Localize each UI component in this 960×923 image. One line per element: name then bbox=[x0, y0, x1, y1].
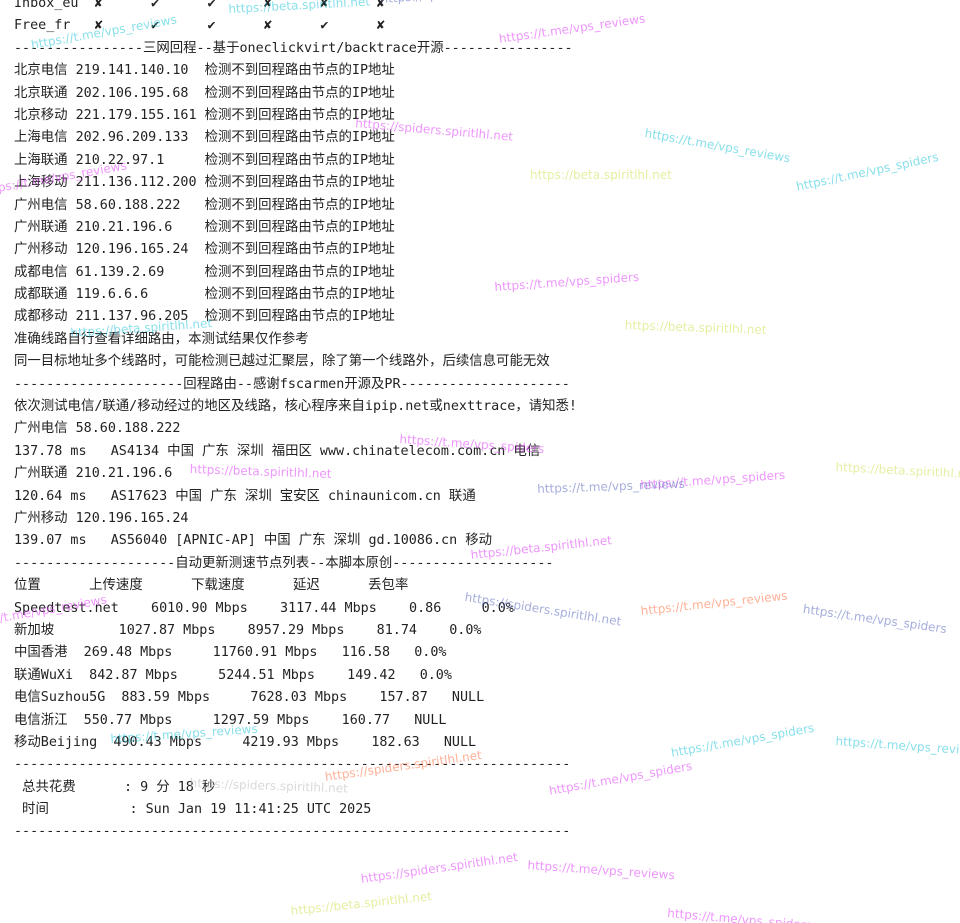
terminal-line: 准确线路自行查看详细路由，本测试结果仅作参考 bbox=[14, 331, 309, 347]
terminal-line: 广州电信 58.60.188.222 检测不到回程路由节点的IP地址 bbox=[14, 197, 395, 213]
terminal-line: 联通WuXi 842.87 Mbps 5244.51 Mbps 149.42 0… bbox=[14, 667, 452, 683]
terminal-line: 北京联通 202.106.195.68 检测不到回程路由节点的IP地址 bbox=[14, 85, 395, 101]
terminal-line: 总共花费 : 9 分 18 秒 bbox=[14, 779, 216, 795]
terminal-line: ----------------三网回程--基于oneclickvirt/bac… bbox=[14, 40, 573, 56]
terminal-line: 成都电信 61.139.2.69 检测不到回程路由节点的IP地址 bbox=[14, 264, 395, 280]
terminal-line: 上海电信 202.96.209.133 检测不到回程路由节点的IP地址 bbox=[14, 130, 395, 146]
terminal-line: 电信浙江 550.77 Mbps 1297.59 Mbps 160.77 NUL… bbox=[14, 712, 447, 728]
terminal-line: Free_fr ✘ ✔ ✔ ✘ ✔ ✘ bbox=[14, 18, 385, 34]
terminal-line: 139.07 ms AS56040 [APNIC-AP] 中国 广东 深圳 gd… bbox=[14, 533, 492, 549]
terminal-line: 137.78 ms AS4134 中国 广东 深圳 福田区 www.chinat… bbox=[14, 443, 541, 459]
terminal-line: --------------------自动更新测速节点列表--本脚本原创---… bbox=[14, 555, 554, 571]
terminal-line: 北京移动 221.179.155.161 检测不到回程路由节点的IP地址 bbox=[14, 107, 395, 123]
terminal-line: 120.64 ms AS17623 中国 广东 深圳 宝安区 chinaunic… bbox=[14, 488, 476, 504]
terminal-line: Inbox_eu ✘ ✔ ✔ ✘ ✘ ✘ bbox=[14, 0, 385, 11]
terminal-line: ---------------------回程路由--感谢fscarmen开源及… bbox=[14, 376, 570, 392]
terminal-line: ----------------------------------------… bbox=[14, 757, 571, 773]
terminal-line: 广州移动 120.196.165.24 bbox=[14, 510, 189, 526]
terminal-line: 广州电信 58.60.188.222 bbox=[14, 421, 181, 437]
terminal-line: 广州移动 120.196.165.24 检测不到回程路由节点的IP地址 bbox=[14, 242, 395, 258]
terminal-line: 中国香港 269.48 Mbps 11760.91 Mbps 116.58 0.… bbox=[14, 645, 447, 661]
terminal-line: 同一目标地址多个线路时，可能检测已越过汇聚层，除了第一个线路外，后续信息可能无效 bbox=[14, 354, 550, 370]
terminal-line: Speedtest.net 6010.90 Mbps 3117.44 Mbps … bbox=[14, 600, 514, 616]
terminal-line: 成都移动 211.137.96.205 检测不到回程路由节点的IP地址 bbox=[14, 309, 395, 325]
terminal-line: 北京电信 219.141.140.10 检测不到回程路由节点的IP地址 bbox=[14, 63, 395, 79]
terminal-line: 电信Suzhou5G 883.59 Mbps 7628.03 Mbps 157.… bbox=[14, 690, 485, 706]
terminal-line: 时间 : Sun Jan 19 11:41:25 UTC 2025 bbox=[14, 802, 372, 818]
terminal-line: 位置 上传速度 下载速度 延迟 丢包率 bbox=[14, 578, 409, 594]
terminal-line: 广州联通 210.21.196.6 检测不到回程路由节点的IP地址 bbox=[14, 219, 395, 235]
terminal-line: 上海移动 211.136.112.200 检测不到回程路由节点的IP地址 bbox=[14, 175, 395, 191]
terminal-line: 新加坡 1027.87 Mbps 8957.29 Mbps 81.74 0.0% bbox=[14, 622, 482, 638]
terminal-line: ----------------------------------------… bbox=[14, 824, 571, 840]
terminal-line: 移动Beijing 490.43 Mbps 4219.93 Mbps 182.6… bbox=[14, 734, 477, 750]
terminal-line: 广州联通 210.21.196.6 bbox=[14, 466, 173, 482]
terminal-line: 上海联通 210.22.97.1 检测不到回程路由节点的IP地址 bbox=[14, 152, 395, 168]
terminal-line: 成都联通 119.6.6.6 检测不到回程路由节点的IP地址 bbox=[14, 287, 395, 303]
terminal-line: 依次测试电信/联通/移动经过的地区及线路，核心程序来自ipip.net或next… bbox=[14, 399, 577, 415]
